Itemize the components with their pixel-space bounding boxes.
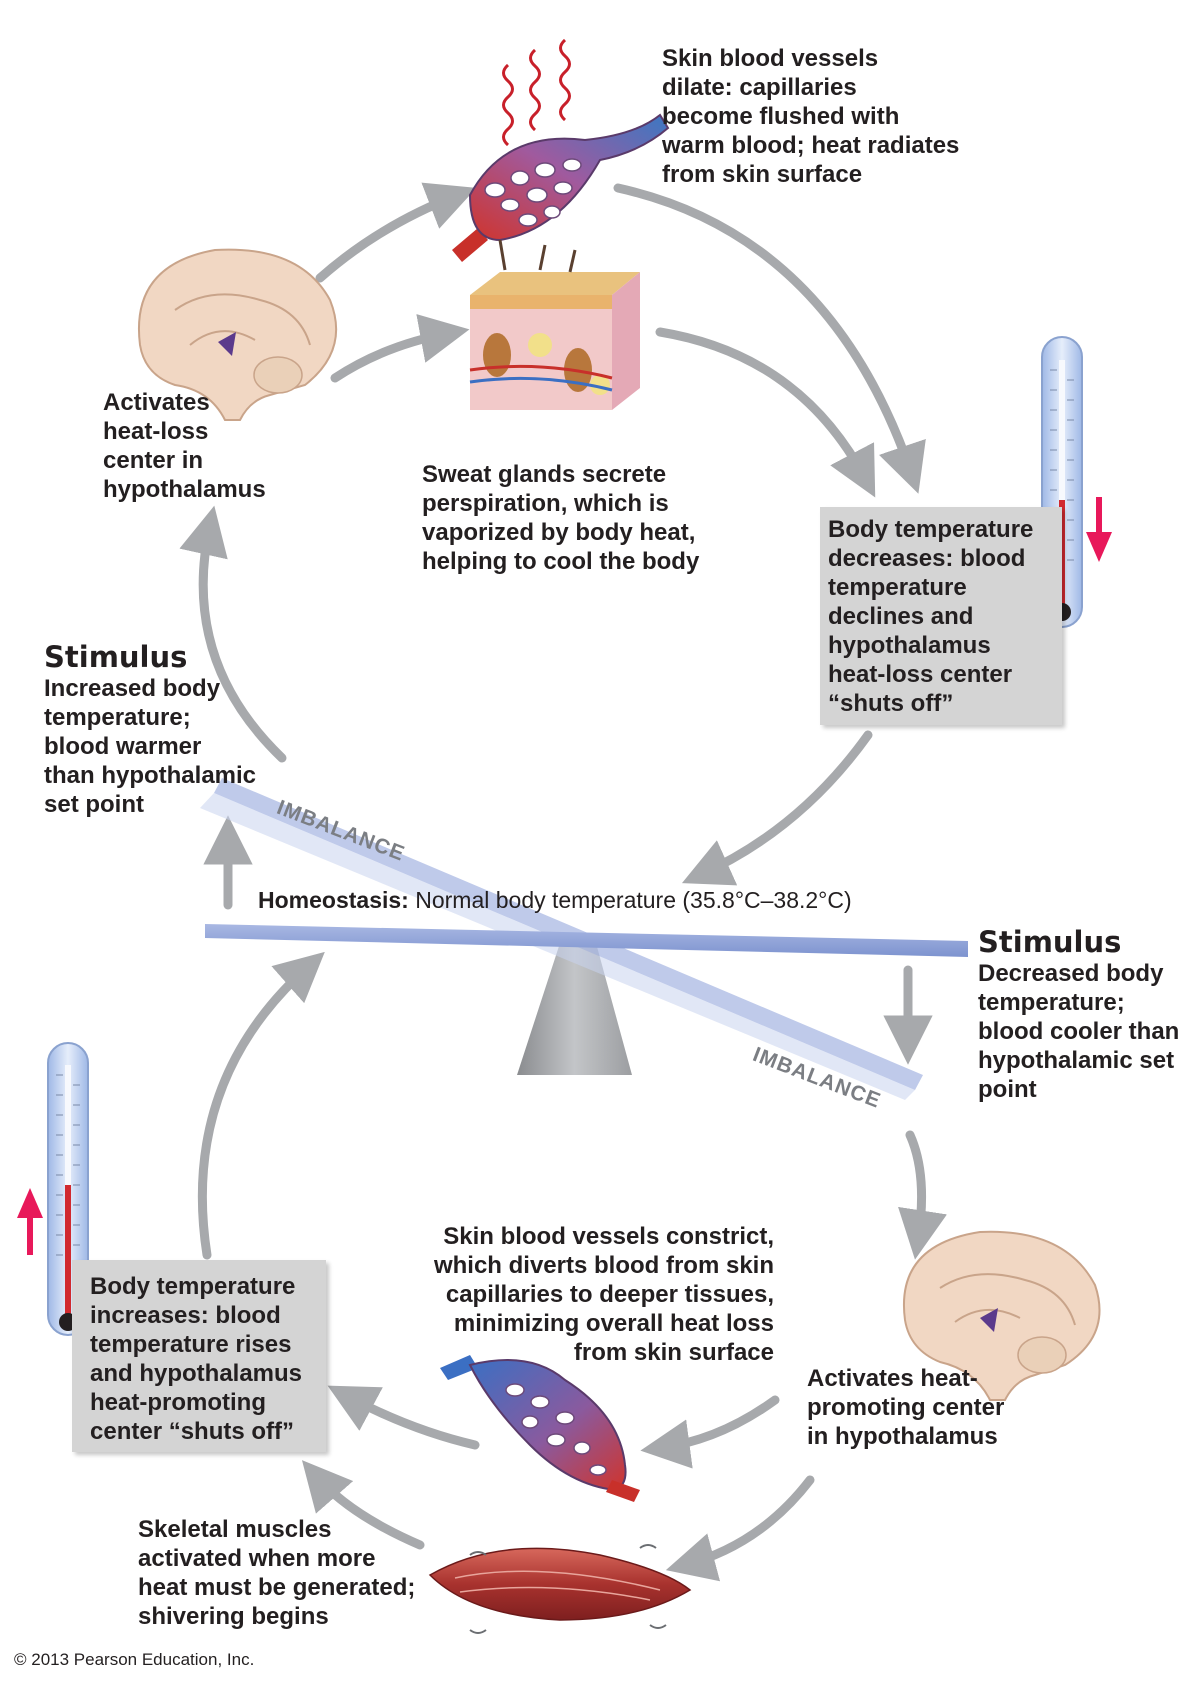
- arrow-brain-to-vessels: [315, 182, 477, 283]
- stimulus-decrease-heading: Stimulus: [978, 925, 1122, 959]
- arrow-imbalance-to-brain: [179, 505, 287, 763]
- red-arrow-icon: [1086, 497, 1112, 562]
- caption-shivering: Skeletal muscles activated when more hea…: [138, 1516, 416, 1630]
- caption-heat-loss-center: Activates heat-loss center in hypothalam…: [103, 389, 266, 503]
- arrow-muscle-to-box-left: [301, 1460, 425, 1550]
- arrow-sweat-to-box: [655, 327, 876, 498]
- caption-vessels-constrict: Skin blood vessels constrict, which dive…: [433, 1223, 774, 1366]
- homeostasis-term: Homeostasis:: [258, 887, 409, 913]
- arrow-box-to-balance-left: [197, 951, 325, 1260]
- temp-decreases-box: [820, 507, 1062, 725]
- homeostasis-label: Homeostasis: Normal body temperature (35…: [258, 887, 852, 914]
- skeletal-muscle-icon: [428, 1544, 692, 1634]
- caption-stimulus-decrease: Decreased body temperature; blood cooler…: [978, 960, 1180, 1103]
- caption-heat-promoting-center: Activates heat- promoting center in hypo…: [807, 1365, 1005, 1450]
- copyright: © 2013 Pearson Education, Inc.: [14, 1650, 255, 1669]
- capillary-bed-icon-constricted: [440, 1355, 640, 1502]
- balance-scale: [200, 778, 968, 1100]
- caption-temp-decreases: Body temperature decreases: blood temper…: [828, 516, 1034, 717]
- beam-level: [205, 924, 968, 957]
- homeostasis-text: Normal body temperature (35.8°C–38.2°C): [415, 887, 852, 913]
- arrow-imbalance-to-cold-brain: [898, 1130, 947, 1260]
- caption-vessels-dilate: Skin blood vessels dilate: capillaries b…: [662, 45, 960, 188]
- capillary-bed-icon: [452, 113, 670, 262]
- arrow-brain-to-sweat: [330, 314, 470, 383]
- brain-icon: [138, 248, 338, 421]
- heat-wave-icon: [502, 38, 571, 147]
- arrow-vessels-to-box: [613, 183, 926, 494]
- temp-increases-box: [72, 1260, 326, 1452]
- arrow-box-to-balance: [681, 730, 873, 886]
- caption-sweat-glands: Sweat glands secrete perspiration, which…: [422, 461, 700, 575]
- arrow-cold-brain-to-muscle: [665, 1475, 815, 1582]
- brain-icon-lower: [903, 1230, 1101, 1401]
- red-arrow-icon-up: [17, 1188, 43, 1255]
- seesaw-fulcrum-icon: [517, 943, 632, 1075]
- caption-stimulus-increase: Increased body temperature; blood warmer…: [44, 675, 257, 818]
- stimulus-increase-heading: Stimulus: [44, 640, 188, 674]
- arrow-cold-brain-to-vessels: [640, 1395, 780, 1469]
- caption-temp-increases: Body temperature increases: blood temper…: [90, 1273, 303, 1445]
- arrow-vessels-to-box-left: [327, 1385, 480, 1450]
- cycle-arrows: [179, 182, 947, 1582]
- skin-cross-section-icon: [469, 239, 640, 410]
